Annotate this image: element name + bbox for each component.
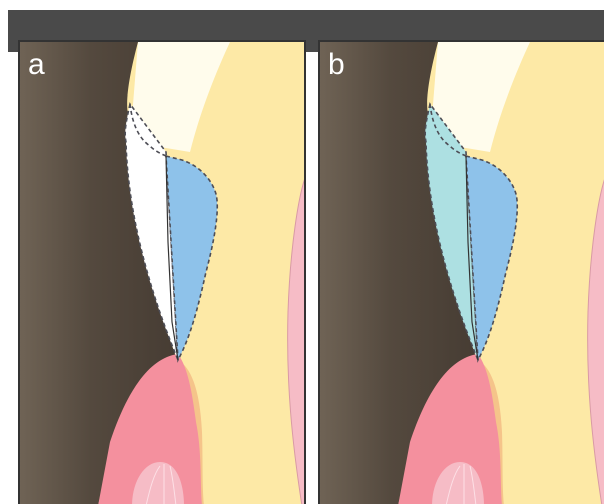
panel-a-illustration — [20, 42, 306, 504]
panel-b: b — [318, 40, 604, 504]
panel-label: a — [28, 50, 45, 80]
panel-label: b — [328, 50, 345, 80]
panel-a: a — [18, 40, 306, 504]
panel-b-illustration — [320, 42, 604, 504]
